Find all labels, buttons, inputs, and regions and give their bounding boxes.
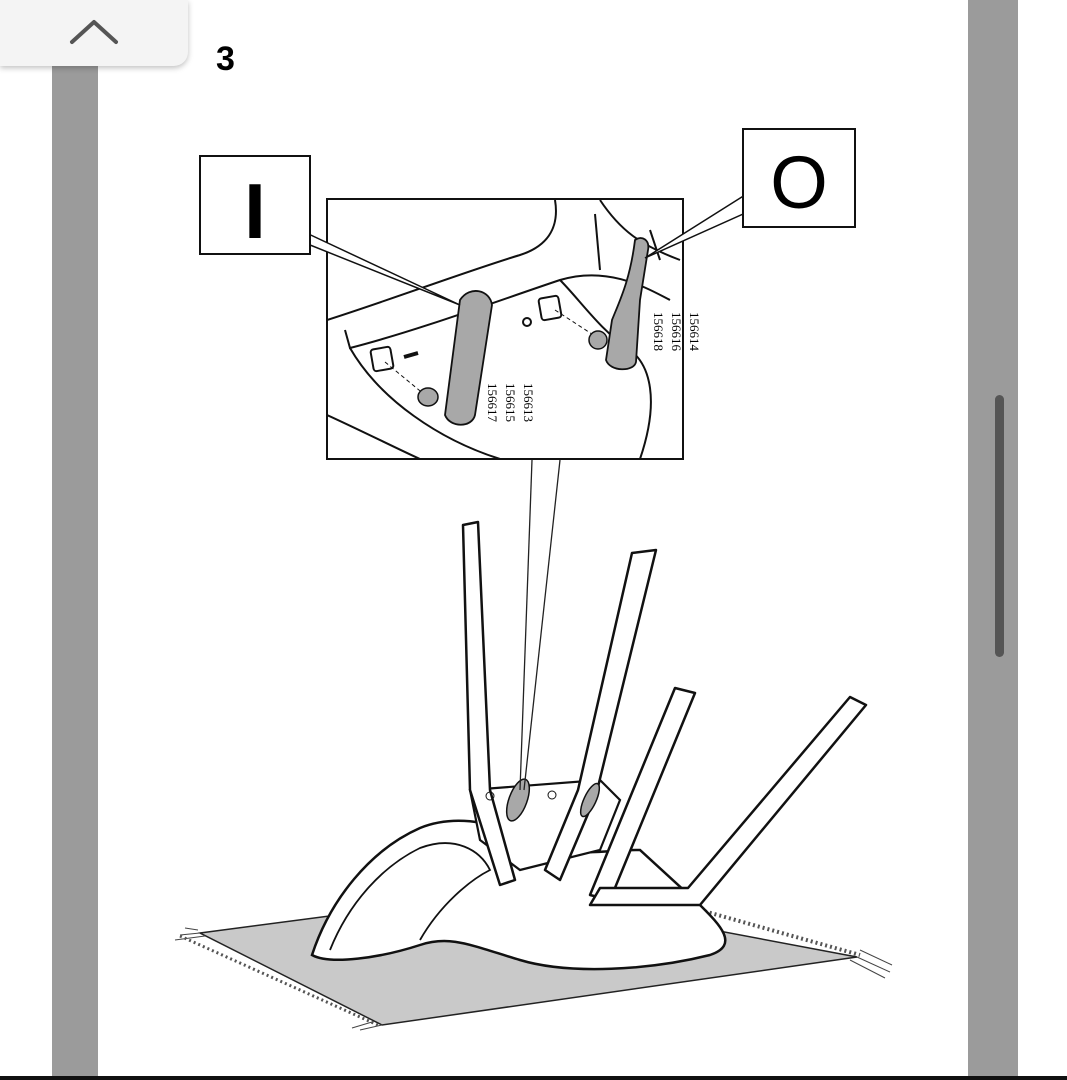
part-number: 156613 bbox=[521, 383, 536, 422]
leader-lines bbox=[519, 459, 561, 791]
part-number: 156618 bbox=[651, 312, 666, 351]
chevron-up-icon bbox=[68, 16, 120, 51]
part-numbers-right: 156614 156616 156618 bbox=[651, 312, 702, 352]
detail-box: 156613 156615 156617 156614 156616 15661… bbox=[326, 198, 702, 460]
part-number: 156614 bbox=[687, 312, 702, 352]
part-numbers-left: 156613 156615 156617 bbox=[485, 383, 536, 423]
callout-label-inside: I bbox=[244, 167, 266, 255]
callout-outside: O bbox=[644, 128, 856, 259]
fitting-right bbox=[588, 237, 650, 371]
callout-inside: I bbox=[199, 155, 461, 306]
fitting-left bbox=[417, 290, 493, 426]
scrollbar-thumb[interactable] bbox=[995, 395, 1004, 657]
bottom-border bbox=[0, 1076, 1067, 1080]
callout-label-outside: O bbox=[770, 141, 828, 224]
page-gutter-right bbox=[968, 0, 1018, 1080]
page-gutter-left bbox=[52, 0, 98, 1080]
part-number: 156615 bbox=[503, 383, 518, 422]
part-number: 156616 bbox=[669, 312, 684, 352]
collapse-toolbar-button[interactable] bbox=[0, 0, 188, 66]
step-number: 3 bbox=[216, 40, 235, 78]
part-number: 156617 bbox=[485, 383, 500, 423]
chair-legs bbox=[461, 520, 868, 907]
